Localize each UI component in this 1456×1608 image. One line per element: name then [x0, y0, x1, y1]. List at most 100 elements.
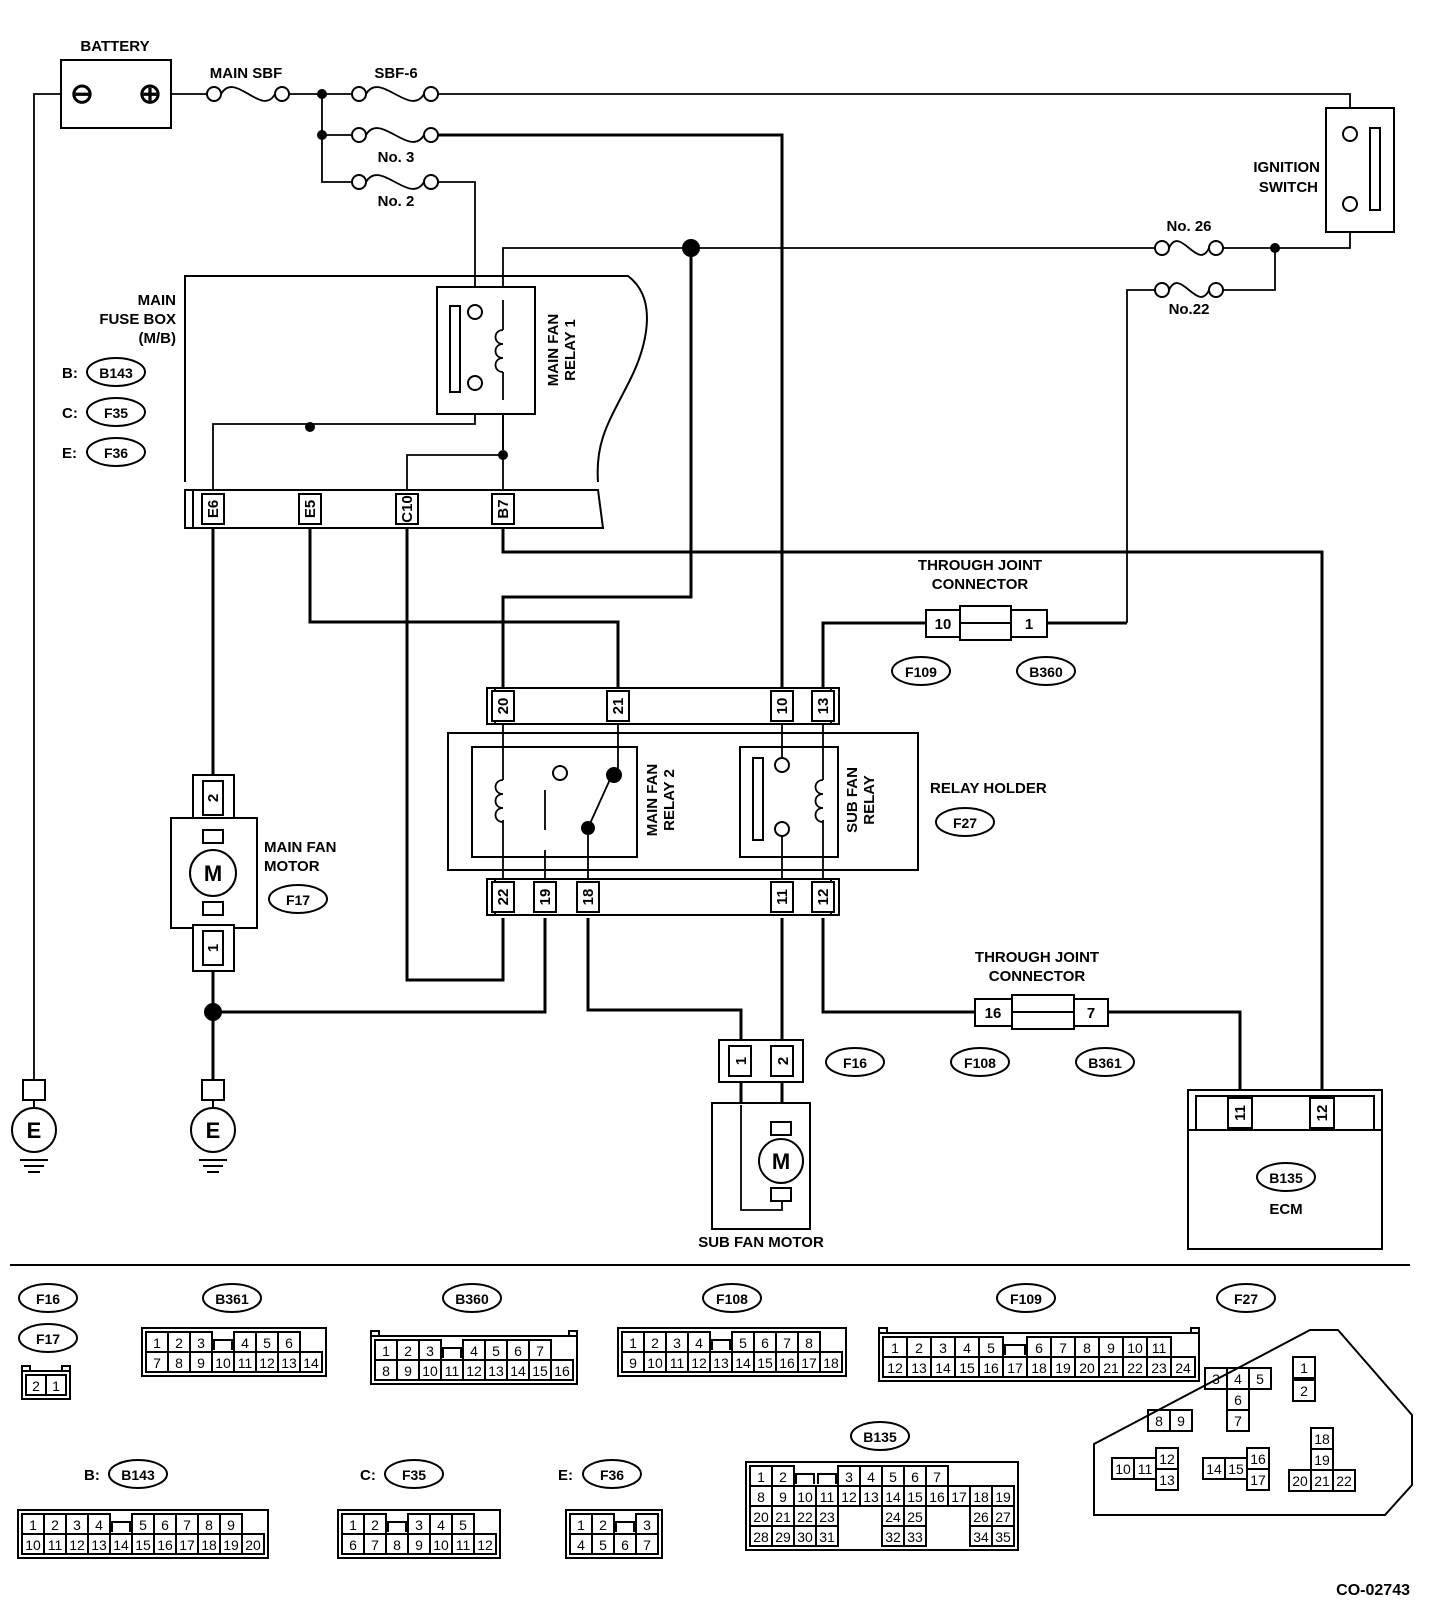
relay-bottom-pin-11: 11: [774, 889, 791, 905]
face-grid-b135-cell: 34: [973, 1529, 989, 1545]
face-f27-cell: 2: [1300, 1383, 1308, 1399]
face-grid-b135-cell: 25: [907, 1509, 923, 1525]
face-grid-f109-cell: 20: [1079, 1360, 1095, 1376]
face-grid-b360-cell: 16: [554, 1363, 570, 1379]
face-grid-b135-cell: 1: [757, 1469, 765, 1485]
face-grid-f36-cell: 5: [599, 1537, 607, 1553]
face-grid-f109-cell: 6: [1035, 1340, 1043, 1356]
face-grid-f108-cell: 11: [670, 1355, 685, 1371]
face-grid-f109-cell: 13: [911, 1360, 927, 1376]
face-grid-b143-cell: 17: [179, 1537, 195, 1553]
face-grid-f35-cell: 9: [415, 1537, 423, 1553]
face-grid-b361-cell: 1: [153, 1335, 161, 1351]
face-grid-b143-cell-box: [241, 1533, 265, 1555]
face-f27-cell-box: [1292, 1356, 1316, 1379]
face-grid-b135-cell: 2: [779, 1469, 787, 1485]
face-grid-b135-key: [817, 1473, 837, 1484]
face-grid-b135-frame: [745, 1461, 1019, 1551]
sub-motor-pin-2: 2: [775, 1057, 792, 1065]
battery: BATTERY ⊖ ⊕: [60, 38, 172, 129]
face-grid-b361-key: [213, 1339, 233, 1350]
face-grid-b360-cell: 14: [510, 1363, 526, 1379]
face-grid-f35-cell: 11: [456, 1537, 471, 1553]
fuse-box-label-1: MAIN: [138, 292, 176, 309]
face-f27-outline: [1093, 1329, 1413, 1516]
face-f27-cell: 6: [1234, 1392, 1242, 1408]
face-grid-b361-cell: 2: [175, 1335, 183, 1351]
sub-fan-motor-label: SUB FAN MOTOR: [698, 1234, 824, 1251]
face-grid-b143-cell: 19: [223, 1537, 239, 1553]
face-grid-b135-cell: 17: [951, 1489, 967, 1505]
face-grid-b360-cell: 3: [426, 1343, 434, 1359]
face-grid-f109-key: [1004, 1344, 1026, 1355]
face-f27-cell: 15: [1228, 1461, 1244, 1477]
fuse-box-b-prefix: B:: [62, 365, 78, 382]
face-grid-f108-frame: [617, 1327, 847, 1377]
connector-id-b143: B143: [99, 365, 133, 381]
relay-bottom-pin-22: 22: [495, 889, 512, 906]
face-grid-b135-cell: 33: [907, 1529, 923, 1545]
face-f27-cell: 1: [1300, 1360, 1308, 1376]
sub-motor-pin-1: 1: [733, 1057, 750, 1065]
face-id-f17: F17: [36, 1331, 60, 1347]
face-grid-b360-frame: [370, 1335, 578, 1385]
face-grid-b143-cell: 5: [139, 1517, 147, 1533]
relay-bottom-pin-12-box: [811, 881, 835, 913]
face-grid-b135-cell: 8: [757, 1489, 765, 1505]
face-f27-cell: 13: [1159, 1472, 1175, 1488]
face-grid-b361-cell: 12: [259, 1355, 275, 1371]
main-fan-motor-label-1: MAIN FAN: [264, 839, 337, 856]
face-grid-b143-key: [111, 1521, 131, 1532]
face-grid-f109-cell: 11: [1152, 1340, 1167, 1356]
main-fan-relay-1: MAIN FAN RELAY 1: [436, 286, 579, 415]
face-grid-f35-cell: 12: [477, 1537, 493, 1553]
connector-id-f17: F17: [286, 892, 310, 908]
face-grid-b361-cell-box: [299, 1351, 323, 1373]
sub-fan-relay-label-1: SUB FAN: [844, 767, 861, 833]
relay-bottom-pin-19: 19: [537, 889, 554, 906]
connector-id-f35: F35: [104, 405, 128, 421]
face-grid-b361-cell: 10: [215, 1355, 231, 1371]
face-grid-f16-tab-right: [61, 1365, 71, 1372]
face-grid-f109-cell: 5: [987, 1340, 995, 1356]
face-grid-f109-tab-right: [1190, 1327, 1200, 1334]
face-grid-f36-cell: 2: [599, 1517, 607, 1533]
face-grid-b135-cell: 32: [885, 1529, 901, 1545]
face-grid-f35-cell: 4: [437, 1517, 445, 1533]
fusebox-pin-e5-box: [298, 493, 322, 525]
face-grid-b143-cell: 13: [91, 1537, 107, 1553]
face-b-prefix: B:: [84, 1467, 100, 1484]
relay-top-pin-21-box: [606, 690, 630, 722]
through-joint-connector-2: THROUGH JOINT CONNECTOR 16 7 F108 B361: [950, 949, 1135, 1077]
face-grid-b361-cell: 8: [175, 1355, 183, 1371]
face-grid-f109-cell: 14: [935, 1360, 951, 1376]
ground-left-e-icon: E: [27, 1118, 42, 1143]
face-grid-b135-key: [795, 1473, 815, 1484]
face-grid-b135-cell: 26: [973, 1509, 989, 1525]
face-grid-b143-cell: 12: [69, 1537, 85, 1553]
face-grid-b361-cell: 5: [263, 1335, 271, 1351]
main-fuse-box: MAIN FUSE BOX (M/B) B: B143 C: F35 E: F3…: [62, 275, 648, 529]
face-grid-b360-tab-left: [370, 1330, 380, 1337]
face-grid-f109-cell: 12: [887, 1360, 903, 1376]
face-grid-f108-cell: 15: [757, 1355, 773, 1371]
face-grid-f16-frame: [21, 1370, 71, 1400]
face-grid-b143-cell: 18: [201, 1537, 217, 1553]
battery-plus-icon: ⊕: [138, 78, 161, 109]
face-grid-f35-cell: 10: [433, 1537, 449, 1553]
battery-label: BATTERY: [80, 38, 149, 55]
face-grid-b361-cell: 13: [281, 1355, 297, 1371]
face-f27-cell-box: [1248, 1367, 1272, 1390]
face-grid-f35-cell-box: [473, 1533, 497, 1555]
face-grid-f108-cell: 5: [739, 1335, 747, 1351]
fuse-box-label-3: (M/B): [139, 330, 177, 347]
connector-id-b135: B135: [1269, 1170, 1303, 1186]
face-grid-b135-cell: 19: [995, 1489, 1011, 1505]
fusebox-pin-b7: B7: [495, 499, 512, 518]
fuse-box-c-prefix: C:: [62, 405, 78, 422]
face-f27-cell: 20: [1292, 1473, 1308, 1489]
face-grid-f36-key: [615, 1521, 635, 1532]
face-grid-f35-cell: 7: [371, 1537, 379, 1553]
face-f27-cell-box: [1246, 1468, 1270, 1491]
